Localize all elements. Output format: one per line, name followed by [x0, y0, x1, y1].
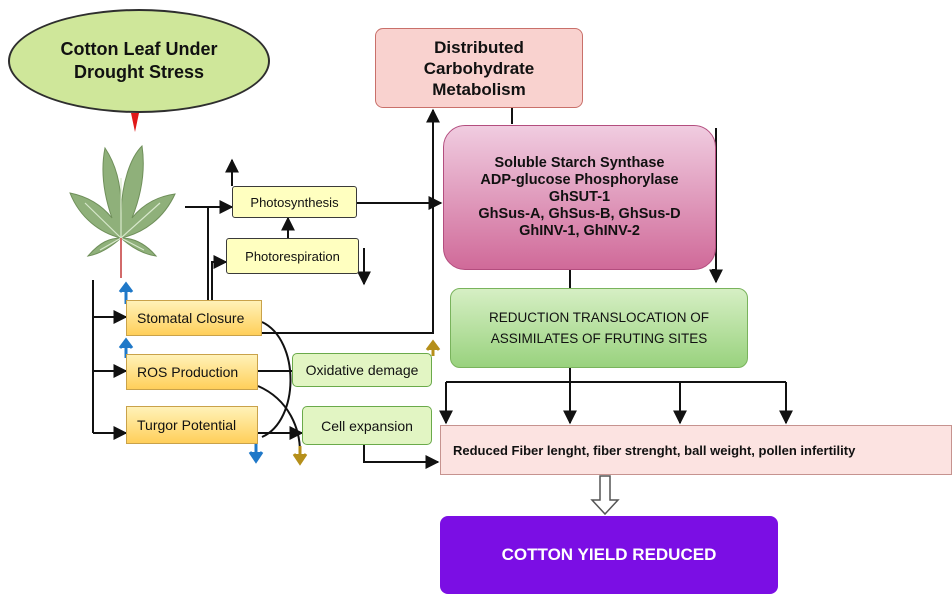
- reduced-traits-label: Reduced Fiber lenght, fiber strenght, ba…: [453, 442, 856, 458]
- yield-reduced-box: COTTON YIELD REDUCED: [440, 516, 778, 594]
- stomatal-closure-label: Stomatal Closure: [137, 310, 245, 326]
- red-marker-icon: [131, 113, 139, 132]
- photosynthesis-box: Photosynthesis: [232, 186, 357, 218]
- cell-expansion-box: Cell expansion: [302, 406, 432, 445]
- photosynthesis-label: Photosynthesis: [250, 194, 339, 210]
- oxidative-damage-label: Oxidative demage: [305, 362, 419, 378]
- yield-reduced-label: COTTON YIELD REDUCED: [501, 545, 717, 564]
- cell-expansion-label: Cell expansion: [321, 417, 413, 434]
- enzymes-box: Soluble Starch Synthase ADP-glucose Phos…: [443, 125, 716, 270]
- stomatal-closure-box: Stomatal Closure: [126, 300, 262, 336]
- enzyme-line: Soluble Starch Synthase: [494, 155, 665, 171]
- stomatal-to-carbohydrate-arrow: [262, 108, 440, 334]
- turgor-potential-box: Turgor Potential: [126, 406, 258, 444]
- cotton-leaf-image: [69, 144, 176, 278]
- turgor-potential-label: Turgor Potential: [137, 417, 237, 433]
- turgor-down-arrow-icon: [248, 444, 264, 464]
- enzyme-line: ADP-glucose Phosphorylase: [480, 172, 679, 188]
- stomatal-to-photorespiration-arrow: [211, 255, 228, 300]
- enzyme-line: GhINV-1, GhINV-2: [519, 223, 640, 239]
- photorespiration-box: Photorespiration: [226, 238, 359, 274]
- ros-production-box: ROS Production: [126, 354, 258, 390]
- oxidative-damage-box: Oxidative demage: [292, 353, 432, 387]
- reduced-traits-box: Reduced Fiber lenght, fiber strenght, ba…: [440, 425, 952, 475]
- photorespiration-label: Photorespiration: [245, 248, 340, 264]
- enzyme-line: GhSus-A, GhSus-B, GhSus-D: [478, 206, 681, 222]
- carbohydrate-metabolism-label: Distributed Carbohydrate Metabolism: [423, 37, 535, 99]
- stomatal-curve: [261, 321, 292, 438]
- drought-stress-label: Cotton Leaf Under Drought Stress: [60, 39, 218, 82]
- ros-curve: [257, 385, 301, 453]
- cell-down-arrow-icon: [292, 446, 308, 466]
- carbohydrate-metabolism-box: Distributed Carbohydrate Metabolism: [375, 28, 583, 108]
- enzyme-line: GhSUT-1: [548, 189, 611, 205]
- drought-stress-ellipse: Cotton Leaf Under Drought Stress: [8, 9, 270, 113]
- oxidative-up-arrow-icon: [425, 339, 441, 356]
- translocation-box: REDUCTION TRANSLOCATION OF ASSIMILATES O…: [450, 288, 748, 368]
- ros-production-label: ROS Production: [137, 364, 239, 380]
- hollow-down-arrow-icon: [590, 475, 620, 516]
- cell-expansion-to-reduced-arrow: [363, 445, 440, 469]
- translocation-label: REDUCTION TRANSLOCATION OF ASSIMILATES O…: [488, 310, 709, 346]
